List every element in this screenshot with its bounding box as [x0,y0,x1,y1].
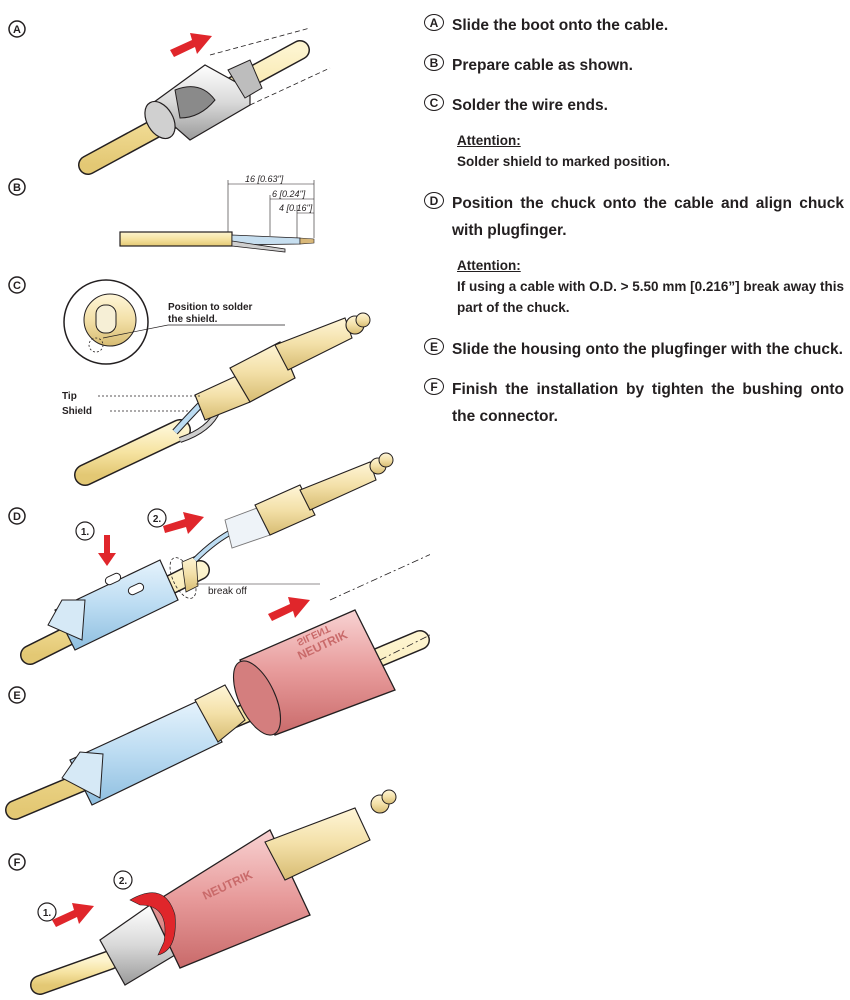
step-a: A Slide the boot onto the cable. [424,12,844,39]
step-b-illustration: B 16 [0.63"] 6 [0.24"] 4 [0.16"] [8,174,315,253]
marker-a: A [8,20,26,38]
svg-text:Position to solder: Position to solder [168,302,253,313]
attention-body: If using a cable with O.D. > 5.50 mm [0.… [457,279,844,315]
step-f: F Finish the installation by tighten the… [424,376,844,430]
svg-text:E: E [13,690,20,702]
svg-text:Tip: Tip [62,391,77,402]
step-e-illustration: E NEUTRIK SILENT [5,554,430,820]
arrow-icon [52,903,94,927]
step-d: D Position the chuck onto the cable and … [424,190,844,244]
step-f-badge: F [424,378,444,395]
svg-text:1.: 1. [81,527,90,538]
chuck [54,559,179,651]
arrow-right-icon [163,512,204,534]
marker-b: B [8,178,26,196]
detail-inset [63,279,149,365]
svg-text:F: F [14,857,21,869]
attention-body: Solder shield to marked position. [457,154,671,169]
step-f-text: Finish the installation by tighten the b… [452,381,844,425]
cable [119,231,233,247]
step-a-text: Slide the boot onto the cable. [452,17,669,34]
assembly-illustration: A B 16 [0.63"] 6 [0.24"] 4 [0.16"] [5,20,430,995]
svg-text:the shield.: the shield. [168,314,218,325]
svg-text:A: A [13,24,21,36]
svg-text:1.: 1. [43,908,52,919]
step-e-badge: E [424,338,444,355]
rotate-arrow-icon [129,892,176,956]
svg-text:2.: 2. [119,876,128,887]
step-a-badge: A [424,14,444,31]
marker-f: F [8,853,26,871]
marker-d: D [8,507,26,525]
step-d-badge: D [424,192,444,209]
step-c-badge: C [424,94,444,111]
step-e-text: Slide the housing onto the plugfinger wi… [452,341,843,358]
svg-text:break off: break off [208,586,247,597]
svg-text:4 [0.16"]: 4 [0.16"] [279,203,313,213]
step-b-badge: B [424,54,444,71]
attention-heading: Attention: [457,133,521,148]
step-d-attention: Attention: If using a cable with O.D. > … [457,255,844,318]
marker-c: C [8,276,26,294]
step-d-text: Position the chuck onto the cable and al… [452,195,844,239]
plug-shaft [274,317,353,371]
step-c-text: Solder the wire ends. [452,97,608,114]
arrow-icon [268,597,310,621]
arrow-icon [170,33,212,57]
svg-text:C: C [13,280,21,292]
step-d-illustration: D break off 1. 2. [8,452,394,665]
svg-text:B: B [13,182,21,194]
arrow-down-icon [98,535,116,566]
svg-text:16 [0.63"]: 16 [0.63"] [245,174,284,184]
svg-text:2.: 2. [153,514,162,525]
step-b-text: Prepare cable as shown. [452,57,633,74]
instruction-list: A Slide the boot onto the cable. B Prepa… [424,12,844,443]
step-c-attention: Attention: Solder shield to marked posit… [457,130,844,172]
step-b: B Prepare cable as shown. [424,52,844,79]
step-c: C Solder the wire ends. [424,92,844,119]
svg-text:6 [0.24"]: 6 [0.24"] [272,189,306,199]
svg-text:Shield: Shield [62,406,92,417]
marker-e: E [8,686,26,704]
svg-text:D: D [13,511,21,523]
step-e: E Slide the housing onto the plugfinger … [424,336,844,363]
attention-heading: Attention: [457,258,521,273]
step-f-illustration: F NEUTRIK 1. 2. [8,789,397,995]
step-a-illustration: A [8,20,331,175]
step-c-illustration: C Tip Shield Position to solder the shie… [8,276,371,486]
